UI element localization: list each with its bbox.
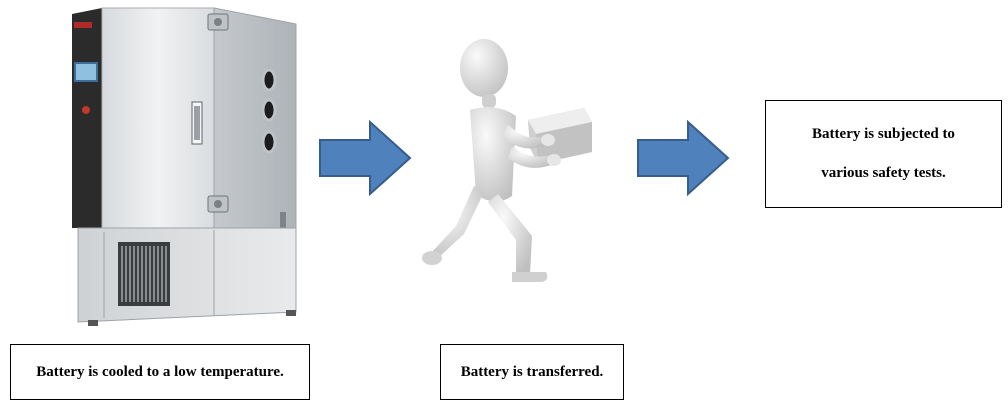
- right-arrow-icon: [637, 120, 730, 196]
- step-3-caption: Battery is subjected to various safety t…: [765, 100, 1002, 208]
- step-3-caption-line-1: Battery is subjected to: [812, 126, 955, 142]
- step-1-caption: Battery is cooled to a low temperature.: [10, 344, 310, 400]
- step-2-caption: Battery is transferred.: [440, 344, 624, 400]
- step-3-caption-line-2: various safety tests.: [821, 165, 946, 181]
- step-2-caption-text: Battery is transferred.: [460, 363, 604, 380]
- environmental-chamber-illustration: [72, 7, 297, 326]
- step-1-caption-text: Battery is cooled to a low temperature.: [36, 363, 284, 380]
- person-carrying-box-illustration: [422, 39, 592, 282]
- right-arrow-icon: [319, 120, 412, 196]
